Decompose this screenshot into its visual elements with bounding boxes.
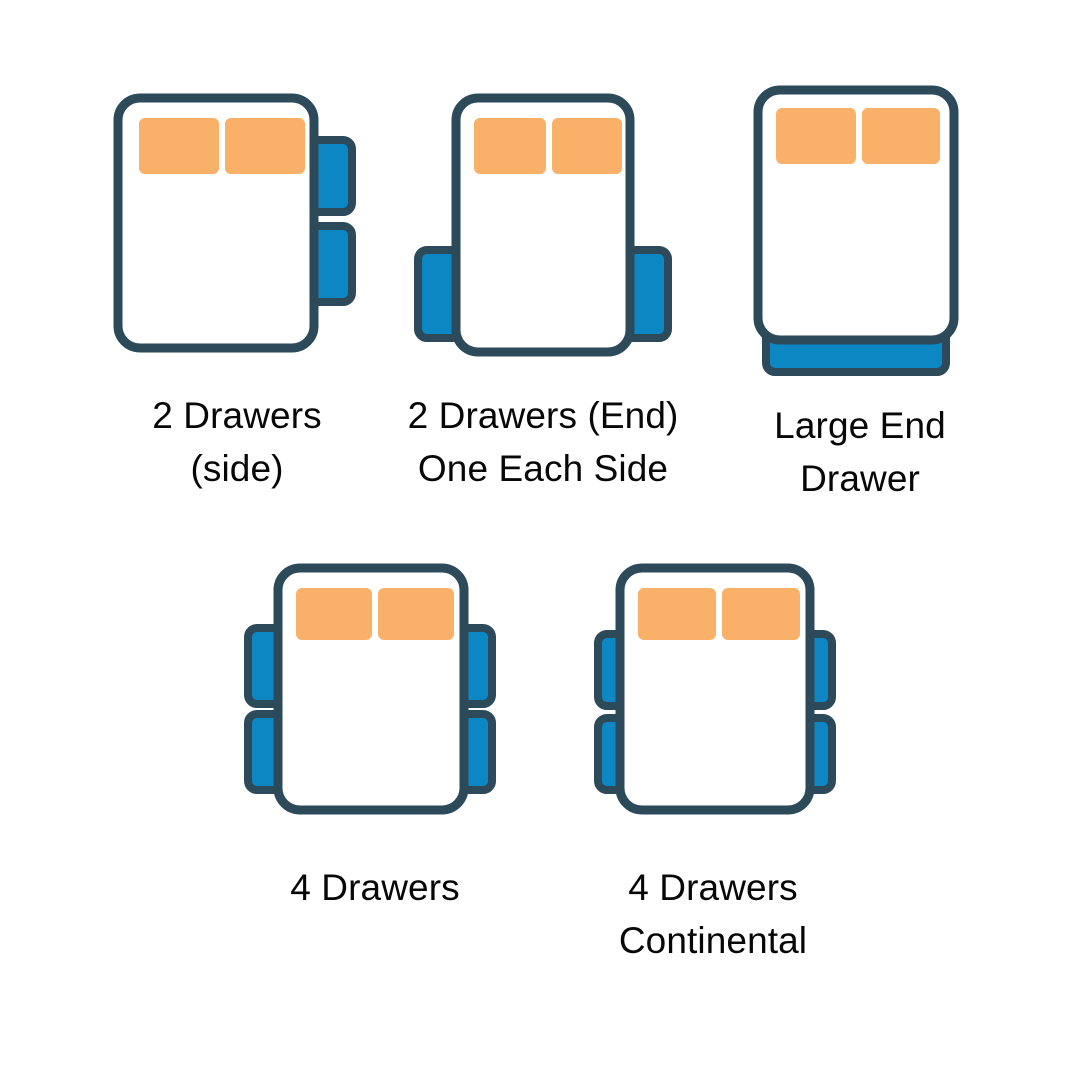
bed-diagram-two-drawers-side[interactable] [112,92,362,362]
pillow-right [552,118,622,174]
pillow-right [378,588,454,640]
pillow-right [862,108,940,164]
pillow-left [474,118,546,174]
pillow-left [776,108,856,164]
label-four-drawers: 4 Drawers [290,867,460,908]
bed-diagram-large-end-drawer[interactable] [752,84,964,379]
bed-icon-four-drawers [244,563,496,815]
bed-icon-two-drawers-end [414,93,672,357]
pillow-left [139,118,219,174]
pillow-left [638,588,716,640]
pillow-right [722,588,800,640]
label-two-drawers-end: 2 Drawers (End) One Each Side [407,395,679,489]
bed-diagram-four-drawers-continental[interactable] [592,562,838,822]
label-four-drawers-continental: 4 Drawers Continental [618,867,808,961]
bed-icon-four-drawers-continental [594,563,836,815]
label-two-drawers-side: 2 Drawers (side) [152,395,322,489]
bed-diagram-two-drawers-end[interactable] [412,92,674,364]
label-large-end-drawer: Large End Drawer [774,405,946,499]
pillow-right [225,118,305,174]
bed-icon-two-drawers-side [113,93,356,353]
pillow-left [296,588,372,640]
bed-diagram-four-drawers[interactable] [242,562,498,822]
bed-icon-large-end-drawer [753,85,959,376]
